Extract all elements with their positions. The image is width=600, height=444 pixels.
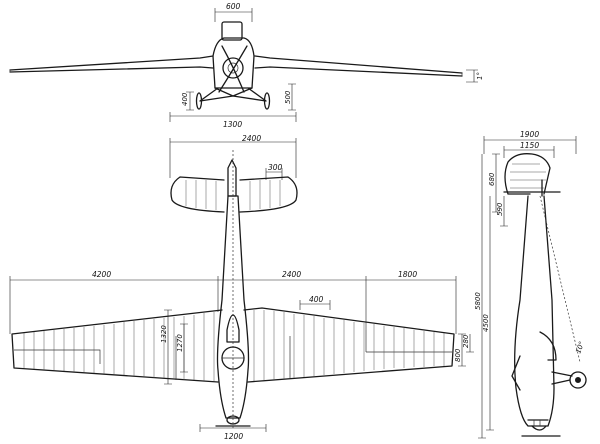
plan-view: 2400 300 4200 2400 1800 400 1320 1270 80… xyxy=(9,134,474,441)
front-dim-top: 600 xyxy=(226,2,241,11)
side-dim-fin-top: 680 xyxy=(488,172,496,186)
wing-right xyxy=(243,307,455,383)
plan-cockpit xyxy=(226,314,240,343)
plan-dim-elevator: 300 xyxy=(268,163,283,172)
plan-dim-center: 2400 xyxy=(282,270,301,279)
side-dim-overall: 5800 xyxy=(474,292,482,310)
wing-left xyxy=(11,309,223,383)
plan-fin xyxy=(227,159,237,197)
side-dim-height-inner: 1150 xyxy=(520,141,539,150)
side-canopy xyxy=(539,331,557,361)
plan-dim-inner-chord: 1270 xyxy=(176,334,184,352)
tailplane-right xyxy=(239,176,298,213)
front-dim-right-gear: 500 xyxy=(284,90,292,104)
plan-dim-right-outer: 1800 xyxy=(398,270,417,279)
side-fuselage xyxy=(514,195,555,427)
wing-left-ribs xyxy=(23,312,215,381)
plan-dim-tail-span: 2400 xyxy=(242,134,261,143)
front-engine xyxy=(222,57,244,79)
side-nose xyxy=(527,419,549,431)
plan-dim-flap: 400 xyxy=(309,295,324,304)
plan-dim-nose: 1200 xyxy=(224,432,243,441)
wing-right-ribs xyxy=(253,310,445,381)
plan-dim-root-chord: 1320 xyxy=(160,325,168,343)
flap-marks xyxy=(175,336,291,380)
tailplane-left xyxy=(170,176,225,213)
front-wing-lower xyxy=(9,66,463,77)
front-fuselage xyxy=(212,37,255,89)
front-cabin xyxy=(221,21,243,41)
aileron-left xyxy=(14,349,101,364)
aileron-right xyxy=(365,330,452,353)
plan-dim-tip-chord: 800 xyxy=(454,348,462,362)
side-dim-height: 1900 xyxy=(520,130,539,139)
front-wing-upper xyxy=(9,55,463,74)
front-dim-left-gear: 400 xyxy=(181,92,189,106)
side-dim-fin: 590 xyxy=(496,202,504,216)
side-dim-fuselage: 4500 xyxy=(482,314,490,332)
front-propeller xyxy=(218,45,248,93)
side-fin-ribs xyxy=(510,163,546,189)
side-wing xyxy=(511,355,521,391)
side-gear-strut xyxy=(551,371,573,385)
plan-dim-tip-small: 280 xyxy=(462,334,470,348)
tailplane-ribs xyxy=(185,180,281,210)
plan-dim-left-outer: 4200 xyxy=(92,270,111,279)
side-view: 1900 1150 680 590 5800 4500 10° xyxy=(474,130,587,439)
side-dim-angle: 10° xyxy=(574,340,586,354)
front-dim-track: 1300 xyxy=(223,120,242,129)
side-fin xyxy=(504,153,551,195)
plan-fuselage xyxy=(216,195,250,419)
front-landing-gear xyxy=(199,87,267,102)
front-dim-tip: 1° xyxy=(476,72,484,80)
front-view: 600 400 500 1300 1° xyxy=(9,2,484,129)
front-right-wheel xyxy=(263,92,271,110)
front-left-wheel xyxy=(195,92,203,110)
